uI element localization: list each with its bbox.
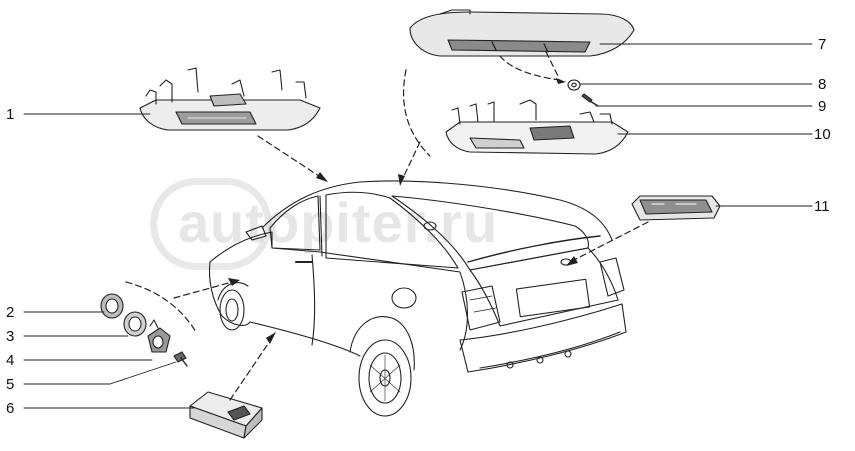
part-1-dome-lamp <box>139 67 321 131</box>
front-wheel <box>219 289 245 331</box>
reflector-mid <box>536 356 544 364</box>
screw-head <box>581 93 593 103</box>
left-tail-light <box>461 285 501 331</box>
callout-8: 8 <box>818 76 827 93</box>
rear-wheel-arch <box>349 316 415 371</box>
part-3-gasket <box>123 311 147 337</box>
callout-11: 11 <box>814 198 830 215</box>
assembly-arrows <box>125 51 649 401</box>
licence-plate <box>515 278 591 318</box>
part-8-washer <box>567 79 581 91</box>
part-10-lamp-housing <box>445 99 629 155</box>
arrow-11-to-tailgate <box>573 221 649 261</box>
control-unit-end <box>243 407 263 439</box>
callout-1: 1 <box>6 106 15 123</box>
rocker-sill <box>249 321 361 357</box>
rear-wheel-rim <box>368 352 402 404</box>
rear-window <box>391 195 589 271</box>
side-mirror <box>245 225 267 241</box>
part-6-control-unit <box>189 391 263 439</box>
part-4-door-switch <box>147 319 171 353</box>
rear-spoiler <box>467 235 601 263</box>
housing-lens-seat <box>469 137 525 149</box>
arrowhead-7 <box>556 78 566 84</box>
lamp-cover-tab <box>439 9 471 15</box>
callout-2: 2 <box>6 304 15 321</box>
arc-lamp-group <box>403 69 431 157</box>
callout-5: 5 <box>6 376 15 393</box>
callout-3: 3 <box>6 328 15 345</box>
lamp-cover-lens <box>447 39 591 53</box>
rear-wheel-spokes <box>369 354 401 402</box>
part-9-screw <box>581 93 599 107</box>
right-tail-light <box>599 257 625 297</box>
control-unit-connector <box>227 405 251 421</box>
small-screw-shank <box>180 357 188 367</box>
roof-lamp-mount <box>423 221 437 231</box>
rear-side-window <box>325 191 459 269</box>
dome-lamp-clips <box>145 67 307 105</box>
front-side-window <box>269 195 321 251</box>
washer-hole <box>571 82 577 88</box>
callout-7: 7 <box>818 36 827 53</box>
arrow-6-to-body <box>229 337 273 401</box>
arc-switch-group <box>125 281 197 333</box>
part-2-switch-boot <box>100 293 124 319</box>
car-body <box>208 180 627 417</box>
part-11-trunk-lamp <box>631 195 721 221</box>
rear-wheel <box>358 339 412 417</box>
switch-boot-inner <box>105 298 119 314</box>
gasket-inner <box>128 316 142 332</box>
reflector-right <box>564 350 572 358</box>
arrow-10-to-roof <box>401 141 421 181</box>
trunk-lamp-lens <box>639 199 713 215</box>
leader-lines <box>23 43 813 409</box>
callout-6: 6 <box>6 400 15 417</box>
arrow-1-to-roof <box>257 135 323 179</box>
leader-5b <box>109 361 177 385</box>
door-switch-plunger <box>152 335 164 349</box>
washer <box>567 79 581 91</box>
lamp-cover-clips <box>491 41 549 53</box>
small-screw-head <box>173 351 187 363</box>
callout-10: 10 <box>814 126 831 143</box>
tailgate <box>469 247 619 327</box>
housing-switch <box>529 125 575 141</box>
door-line <box>311 254 316 346</box>
reflector-left <box>506 361 514 369</box>
rear-bumper <box>459 303 627 373</box>
callout-9: 9 <box>818 98 827 115</box>
b-pillar <box>319 195 323 257</box>
arrowhead-2 <box>228 278 240 286</box>
part-7-lamp-cover <box>409 9 635 57</box>
body-side <box>209 231 469 351</box>
arrow-heads <box>228 78 578 344</box>
watermark-logo-badge <box>150 178 272 270</box>
arrowhead-1 <box>316 172 328 182</box>
arrowhead-10 <box>398 174 405 186</box>
arrowhead-11 <box>566 256 578 266</box>
front-wheel-arch <box>217 282 249 301</box>
car-roof-outline <box>261 180 613 241</box>
arrow-2-to-door <box>173 281 233 299</box>
door-switch-tab <box>149 319 159 329</box>
arrowhead-6 <box>266 332 276 344</box>
left-tail-light-detail <box>469 295 497 313</box>
front-wheel-hub <box>225 298 239 322</box>
housing-clips <box>451 99 613 125</box>
arrow-7-to-10 <box>545 51 559 77</box>
dome-lamp-bulb-holder <box>209 93 247 107</box>
fuel-flap <box>391 287 417 309</box>
part-5-screw <box>173 351 188 367</box>
bumper-lower-line <box>479 331 621 369</box>
screw-shank <box>589 100 599 107</box>
arrow-7-to-washer <box>499 55 561 81</box>
callout-4: 4 <box>6 352 15 369</box>
